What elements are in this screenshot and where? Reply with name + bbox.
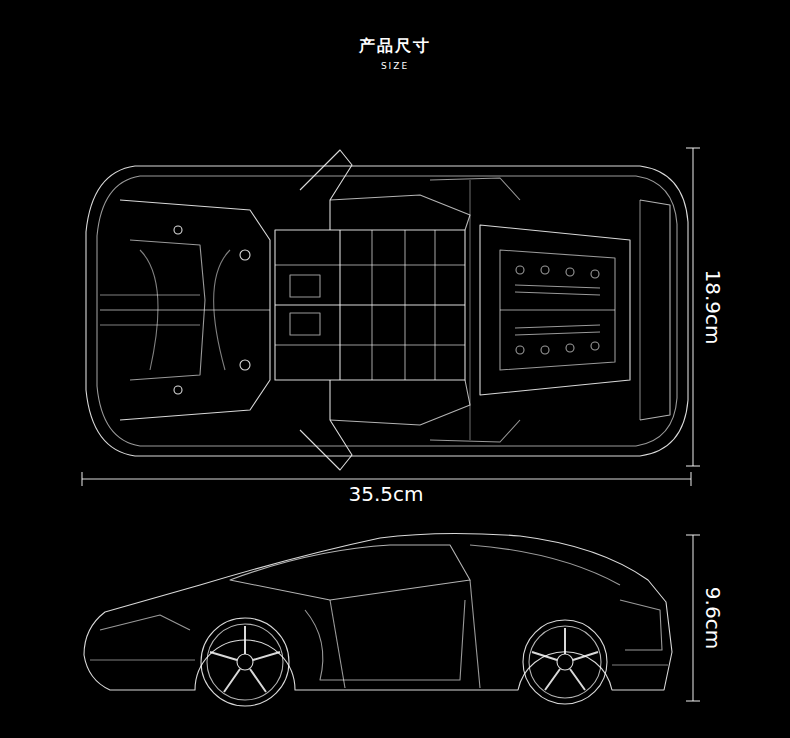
page-title: 产品尺寸 [359,36,431,57]
dimension-label: 35.5cm [348,482,423,506]
dimension-label: 18.9cm [701,269,725,344]
subtitle: SIZE [381,61,409,71]
dimension-label: 9.6cm [701,587,725,649]
